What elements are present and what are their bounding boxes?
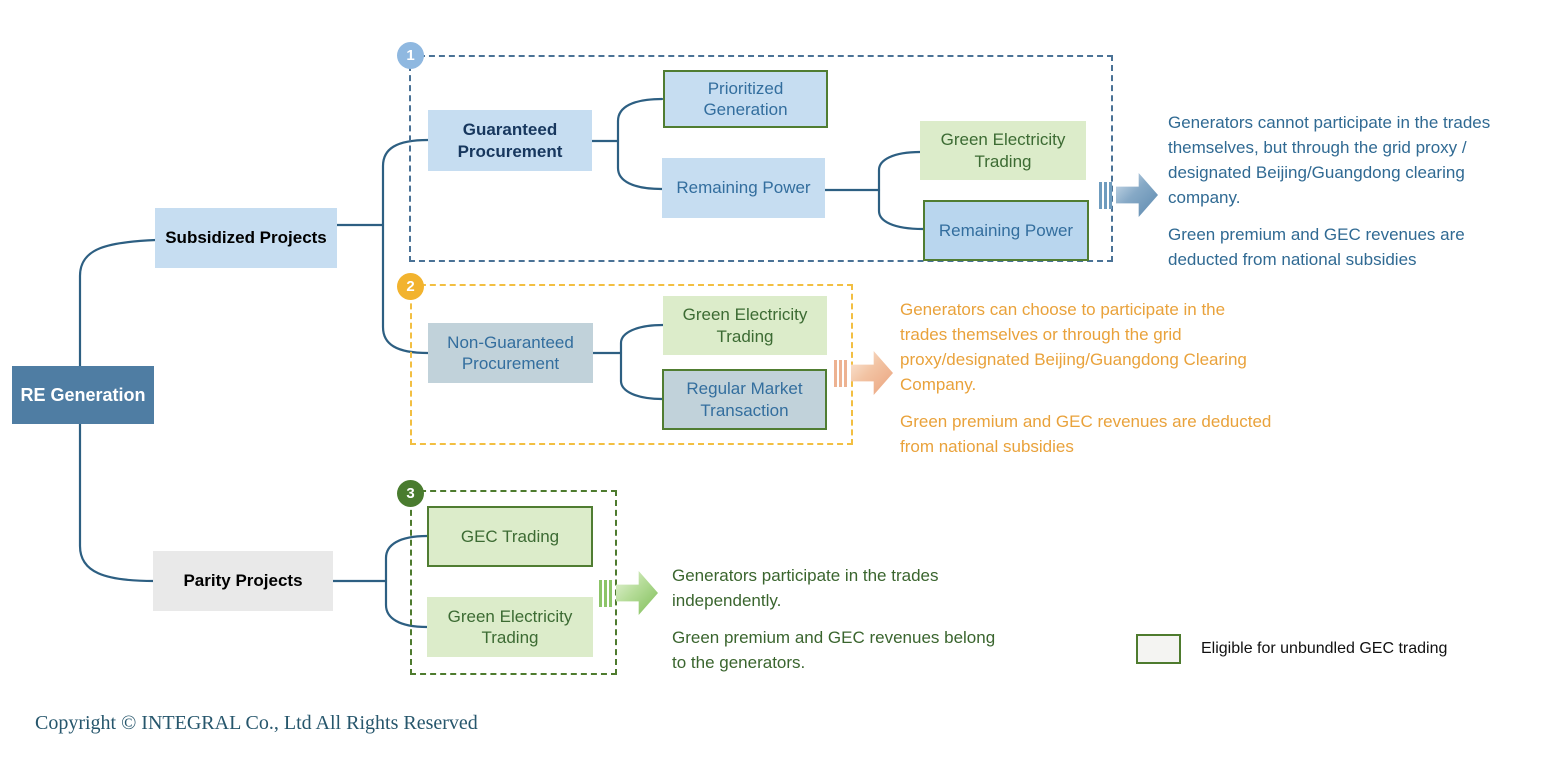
note-section3-para1: Generators participate in the trades ind… <box>672 566 939 610</box>
connector-parity-bracket <box>384 534 429 629</box>
arrow-icon-section2 <box>834 351 893 395</box>
connector-guaranteed-bracket <box>616 97 664 191</box>
node-regular-market-transaction: Regular Market Transaction <box>662 369 827 430</box>
node-guaranteed-procurement: Guaranteed Procurement <box>428 110 592 171</box>
connector-remaining-bracket <box>877 150 925 231</box>
zone-nonguaranteed-procurement <box>410 284 853 445</box>
node-green-electricity-trading-2: Green Electricity Trading <box>663 296 827 355</box>
note-section2: Generators can choose to participate in … <box>900 297 1272 459</box>
zone-parity <box>410 490 617 675</box>
legend-label: Eligible for unbundled GEC trading <box>1201 640 1448 657</box>
note-section3-para2: Green premium and GEC revenues belong to… <box>672 628 996 672</box>
node-remaining-power-2: Remaining Power <box>923 200 1089 261</box>
connector-subsidized-bracket <box>381 138 430 355</box>
node-green-electricity-trading-3: Green Electricity Trading <box>427 597 593 657</box>
note-section2-para1: Generators can choose to participate in … <box>900 300 1247 394</box>
legend-swatch <box>1136 634 1181 664</box>
node-prioritized-generation: Prioritized Generation <box>663 70 828 128</box>
node-nonguaranteed-procurement: Non-Guaranteed Procurement <box>428 323 593 383</box>
copyright-text: Copyright © INTEGRAL Co., Ltd All Rights… <box>35 712 478 734</box>
node-gec-trading: GEC Trading <box>427 506 593 567</box>
node-green-electricity-trading-1: Green Electricity Trading <box>920 121 1086 180</box>
node-subsidized-projects: Subsidized Projects <box>155 208 337 268</box>
node-parity-projects: Parity Projects <box>153 551 333 611</box>
badge-3: 3 <box>397 480 424 507</box>
zone-guaranteed-procurement <box>409 55 1113 262</box>
badge-1: 1 <box>397 42 424 69</box>
node-remaining-power: Remaining Power <box>662 158 825 218</box>
arrow-icon-section3 <box>599 571 658 615</box>
badge-2: 2 <box>397 273 424 300</box>
connector-nonguaranteed-bracket <box>619 323 665 401</box>
note-section1: Generators cannot participate in the tra… <box>1168 110 1530 272</box>
note-section2-para2: Green premium and GEC revenues are deduc… <box>900 412 1272 456</box>
arrow-icon-section1 <box>1099 173 1158 217</box>
note-section1-para1: Generators cannot participate in the tra… <box>1168 113 1491 207</box>
node-re-generation: RE Generation <box>12 366 154 424</box>
note-section3: Generators participate in the trades ind… <box>672 563 1002 675</box>
note-section1-para2: Green premium and GEC revenues are deduc… <box>1168 225 1465 269</box>
